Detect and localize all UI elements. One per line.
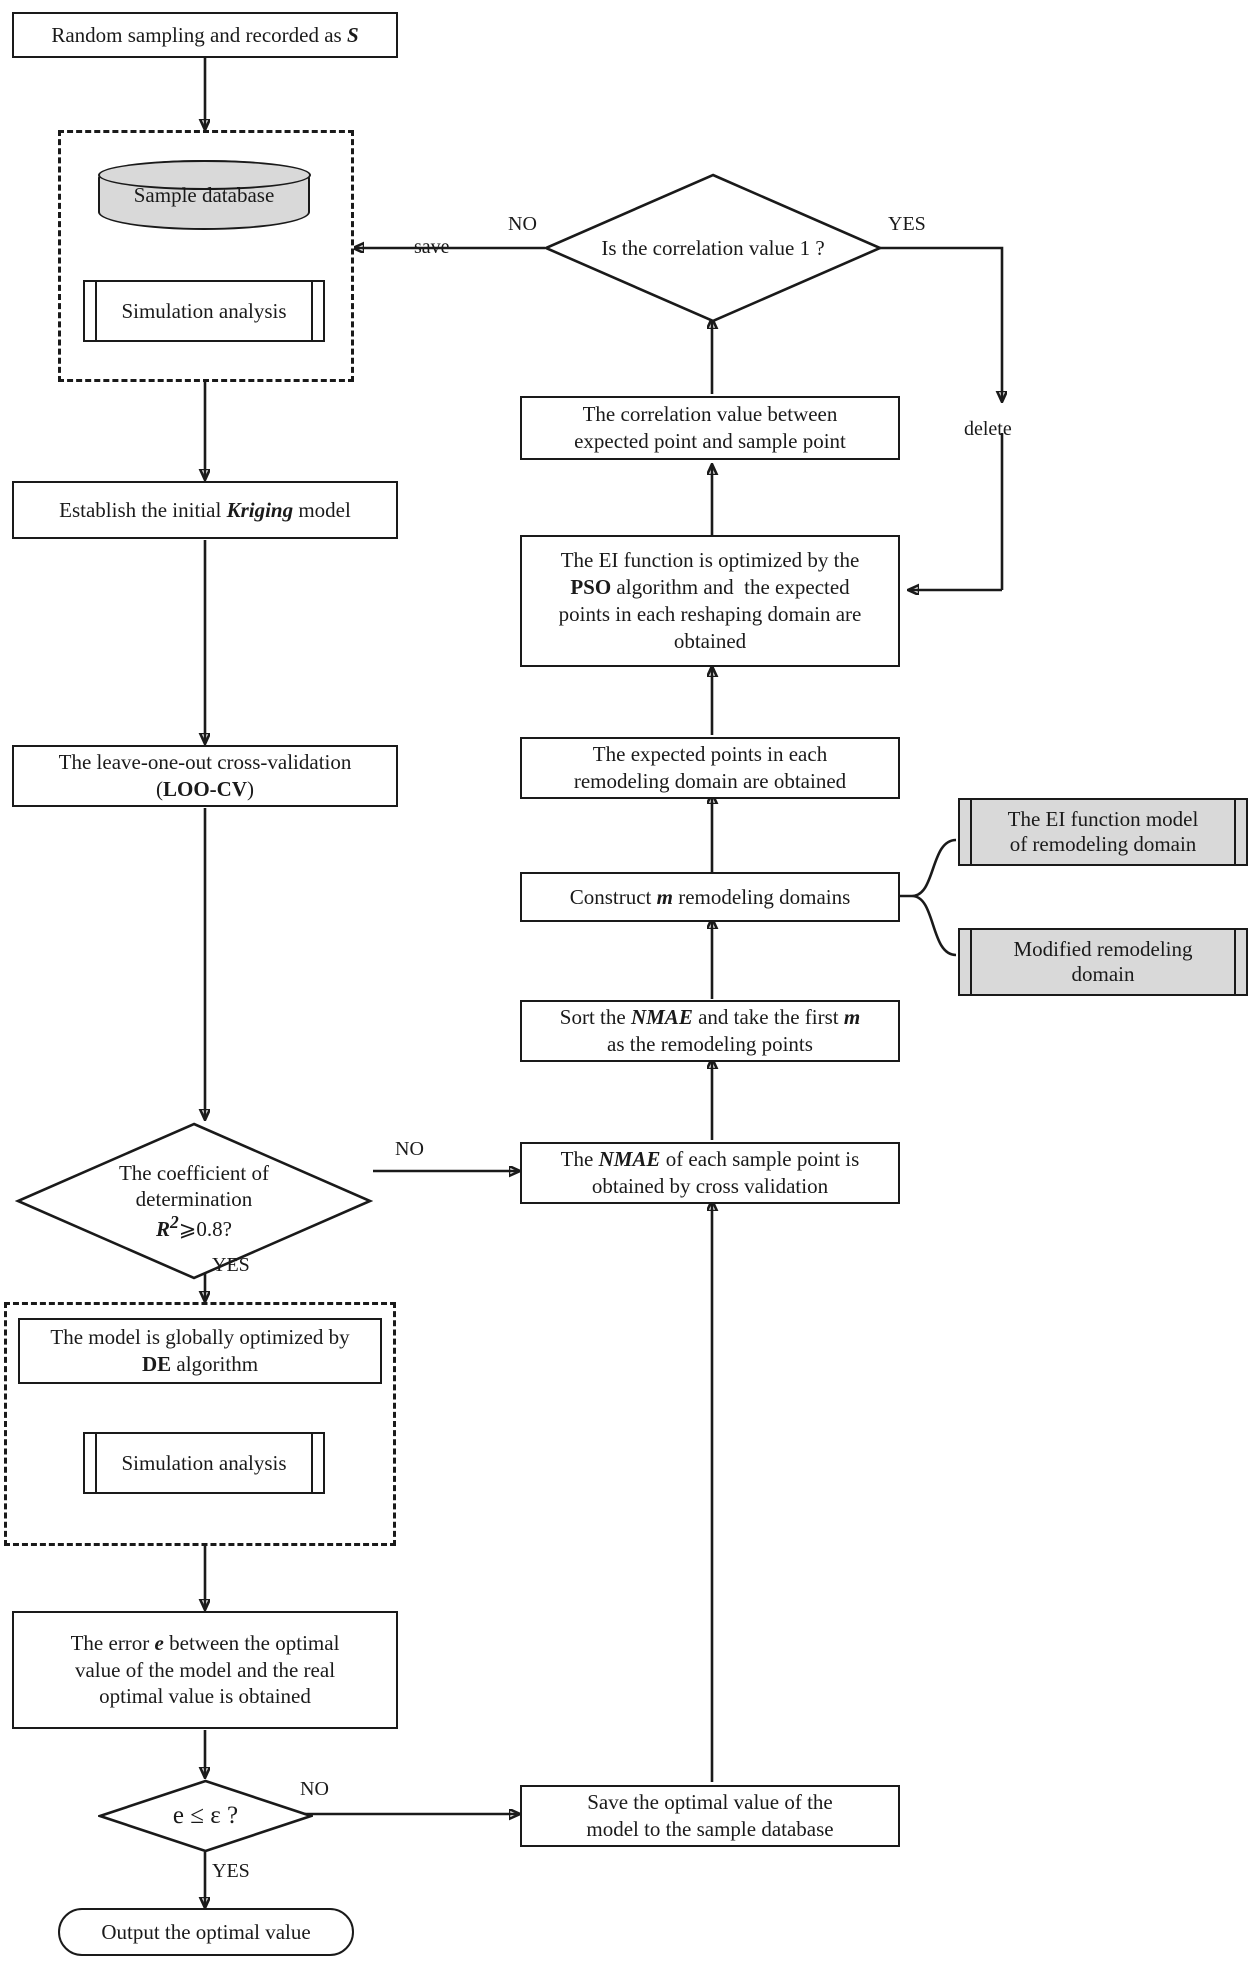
node-loocv-label-line1: The leave-one-out cross-validation <box>58 750 352 775</box>
edge-label-correlation-yes: YES <box>888 213 926 235</box>
node-expected-points-remodeling[interactable]: The expected points in each remodeling d… <box>520 737 900 799</box>
node-nmae-cross-validation[interactable]: The NMAE of each sample point is obtaine… <box>520 1142 900 1204</box>
node-de-optimization-line1: The model is globally optimized by <box>50 1325 350 1350</box>
node-simulation-analysis-2[interactable]: Simulation analysis <box>83 1432 325 1494</box>
node-expected-points-line2: remodeling domain are obtained <box>573 769 847 793</box>
node-ei-function-model[interactable]: The EI function model of remodeling doma… <box>958 798 1248 866</box>
node-construct-remodeling-domains-label: Construct m remodeling domains <box>569 884 851 909</box>
node-ei-pso-optimization[interactable]: The EI function is optimized by the PSO … <box>520 535 900 667</box>
node-ei-pso-line1: The EI function is optimized by the <box>560 548 860 573</box>
node-ei-function-model-line1: The EI function model <box>1007 807 1199 831</box>
node-epsilon-decision[interactable]: e ≤ ε ? <box>98 1779 313 1853</box>
node-modified-remodeling-domain-line1: Modified remodeling <box>1013 937 1193 961</box>
node-output-optimal-value[interactable]: Output the optimal value <box>58 1908 354 1956</box>
node-simulation-analysis-2-label: Simulation analysis <box>121 1450 287 1475</box>
cylinder-top-cap <box>97 159 311 190</box>
edge-label-r2-yes: YES <box>212 1254 250 1276</box>
node-random-sampling[interactable]: Random sampling and recorded as S <box>12 12 398 58</box>
node-loocv[interactable]: The leave-one-out cross-validation (LOO-… <box>12 745 398 807</box>
node-nmae-cross-validation-line2: obtained by cross validation <box>591 1174 829 1198</box>
edge-label-epsilon-no: NO <box>300 1778 329 1800</box>
node-error-box-line3: optimal value is obtained <box>99 1684 311 1709</box>
node-r2-decision[interactable]: The coefficient of determination R2⩾0.8? <box>15 1121 373 1281</box>
node-establish-kriging[interactable]: Establish the initial Kriging model <box>12 481 398 539</box>
edge-label-delete: delete <box>964 418 1012 440</box>
node-simulation-analysis-1[interactable]: Simulation analysis <box>83 280 325 342</box>
node-ei-function-model-line2: of remodeling domain <box>1009 832 1197 856</box>
node-sample-database[interactable]: Sample database <box>97 159 311 230</box>
node-ei-pso-line4: obtained <box>673 628 747 653</box>
edge-label-save: save <box>414 236 450 258</box>
node-simulation-analysis-1-label: Simulation analysis <box>121 298 287 323</box>
node-sample-database-label: Sample database <box>133 182 275 207</box>
node-sort-nmae-line1: Sort the NMAE and take the first m <box>559 1005 861 1030</box>
edge-label-correlation-no: NO <box>508 213 537 235</box>
node-error-box[interactable]: The error e between the optimal value of… <box>12 1611 398 1729</box>
node-correlation-value-line1: The correlation value between <box>582 402 838 427</box>
node-save-optimal-line1: Save the optimal value of the <box>587 1790 833 1815</box>
node-loocv-label-line2: (LOO-CV) <box>156 777 254 801</box>
node-correlation-value[interactable]: The correlation value between expected p… <box>520 396 900 460</box>
node-error-box-line1: The error e between the optimal <box>70 1630 340 1655</box>
node-output-optimal-value-label: Output the optimal value <box>101 1919 311 1944</box>
node-ei-pso-line2: PSO algorithm and the expected <box>570 575 850 600</box>
node-establish-kriging-label: Establish the initial Kriging model <box>59 497 351 522</box>
node-modified-remodeling-domain-line2: domain <box>1071 962 1135 986</box>
node-de-optimization[interactable]: The model is globally optimized by DE al… <box>18 1318 382 1384</box>
node-de-optimization-line2: DE algorithm <box>141 1352 259 1376</box>
node-random-sampling-label: Random sampling and recorded as S <box>51 22 359 47</box>
node-nmae-cross-validation-line1: The NMAE of each sample point is <box>560 1147 860 1172</box>
node-expected-points-line1: The expected points in each <box>592 742 828 767</box>
node-save-optimal-value[interactable]: Save the optimal value of the model to t… <box>520 1785 900 1847</box>
node-sort-nmae[interactable]: Sort the NMAE and take the first m as th… <box>520 1000 900 1062</box>
node-construct-remodeling-domains[interactable]: Construct m remodeling domains <box>520 872 900 922</box>
node-correlation-value-line2: expected point and sample point <box>574 429 846 453</box>
node-sort-nmae-line2: as the remodeling points <box>607 1032 813 1056</box>
edge-label-epsilon-yes: YES <box>212 1860 250 1882</box>
node-save-optimal-line2: model to the sample database <box>586 1817 834 1841</box>
node-correlation-decision[interactable]: Is the correlation value 1 ? <box>543 172 883 324</box>
node-error-box-line2: value of the model and the real <box>74 1657 336 1682</box>
edge-label-r2-no: NO <box>395 1138 424 1160</box>
node-ei-pso-line3: points in each reshaping domain are <box>558 602 862 626</box>
node-modified-remodeling-domain[interactable]: Modified remodeling domain <box>958 928 1248 996</box>
